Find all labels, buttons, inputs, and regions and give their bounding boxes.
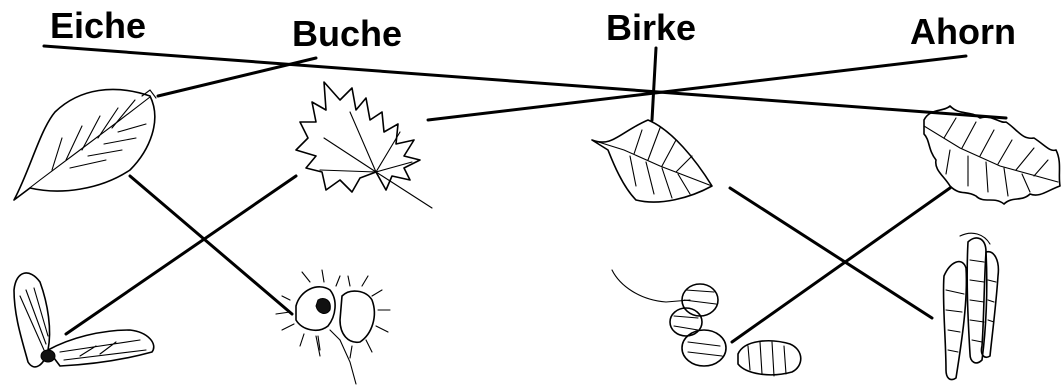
matching-lines [44,46,1006,342]
birch-catkin-illustration [943,233,998,379]
connector-birke-birch-leaf [652,48,656,120]
connector-birch-leaf-catkin [730,188,932,318]
oak-leaf-illustration [924,106,1060,204]
beechnut-illustration [276,270,390,384]
birch-leaf-illustration [592,120,712,202]
maple-leaf-illustration [296,82,432,208]
acorn-illustration [612,270,801,376]
connector-buche-beech-leaf [158,58,316,96]
beech-leaf-illustration [14,89,156,200]
connector-maple-leaf-seed [66,176,296,334]
